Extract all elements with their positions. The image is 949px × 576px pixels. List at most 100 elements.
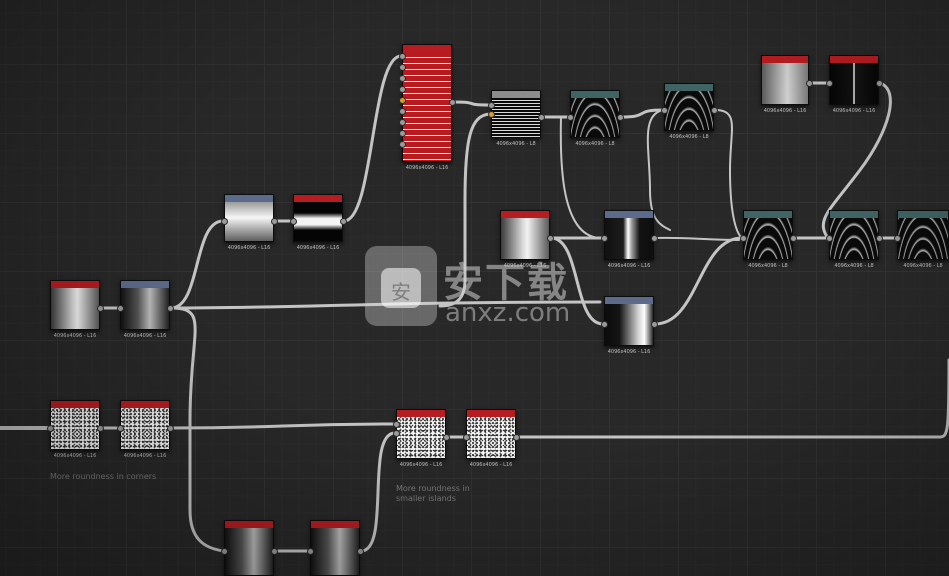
graph-node[interactable] — [664, 83, 714, 131]
output-port[interactable] — [357, 548, 364, 555]
node-thumbnail — [225, 528, 273, 575]
output-port[interactable] — [617, 114, 624, 121]
output-port[interactable] — [97, 425, 104, 432]
graph-node[interactable] — [897, 210, 949, 260]
input-port[interactable] — [47, 425, 54, 432]
output-port[interactable] — [443, 434, 450, 441]
input-port[interactable] — [393, 430, 400, 437]
input-port[interactable] — [661, 107, 668, 114]
input-port[interactable] — [399, 64, 406, 71]
input-port[interactable] — [221, 218, 228, 225]
input-port[interactable] — [463, 434, 470, 441]
input-port[interactable] — [399, 53, 406, 60]
output-port[interactable] — [340, 218, 347, 225]
node-resolution-label: 4096x4096 - L8 — [903, 263, 943, 269]
connection-wire — [646, 109, 671, 231]
graph-node[interactable] — [224, 520, 274, 576]
graph-node[interactable] — [310, 520, 360, 576]
input-port[interactable] — [488, 102, 495, 109]
graph-node[interactable] — [293, 194, 343, 242]
graph-node[interactable] — [604, 210, 654, 260]
graph-node[interactable] — [50, 280, 100, 330]
input-port[interactable] — [221, 548, 228, 555]
input-port[interactable] — [567, 114, 574, 121]
output-port[interactable] — [711, 107, 718, 114]
graph-node[interactable] — [120, 280, 170, 330]
node-thumbnail — [605, 218, 653, 259]
graph-node[interactable] — [500, 210, 550, 260]
node-thumbnail — [403, 52, 451, 161]
input-port[interactable] — [117, 305, 124, 312]
graph-node[interactable] — [604, 296, 654, 346]
output-port[interactable] — [167, 425, 174, 432]
input-port[interactable] — [393, 421, 400, 428]
output-port[interactable] — [538, 114, 545, 121]
output-port[interactable] — [790, 235, 797, 242]
output-port[interactable] — [806, 80, 813, 87]
node-thumbnail — [665, 91, 713, 130]
graph-node[interactable] — [466, 409, 516, 459]
input-port[interactable] — [894, 235, 901, 242]
input-port[interactable] — [826, 80, 833, 87]
node-thumbnail — [225, 202, 273, 241]
node-header — [225, 521, 273, 528]
input-port[interactable] — [399, 97, 406, 104]
graph-node[interactable] — [743, 210, 793, 260]
frame-comment-islands[interactable]: More roundness in smaller islands — [396, 484, 470, 503]
graph-node[interactable] — [829, 210, 879, 260]
node-header — [665, 84, 713, 91]
connection-wire — [821, 81, 892, 240]
output-port[interactable] — [97, 305, 104, 312]
output-port[interactable] — [271, 548, 278, 555]
output-port[interactable] — [876, 80, 883, 87]
graph-node[interactable] — [570, 90, 620, 138]
input-port[interactable] — [601, 235, 608, 242]
node-resolution-label: 4096x4096 - L8 — [575, 141, 615, 147]
connection-wire — [342, 54, 403, 223]
graph-node[interactable] — [224, 194, 274, 242]
output-port[interactable] — [167, 305, 174, 312]
output-port[interactable] — [547, 235, 554, 242]
input-port[interactable] — [290, 218, 297, 225]
input-port[interactable] — [307, 548, 314, 555]
graph-node[interactable] — [829, 55, 879, 105]
input-port[interactable] — [601, 321, 608, 328]
node-header — [311, 521, 359, 528]
graph-node[interactable] — [491, 90, 541, 138]
node-thumbnail — [605, 304, 653, 345]
input-port[interactable] — [740, 235, 747, 242]
input-port[interactable] — [826, 235, 833, 242]
input-port[interactable] — [399, 75, 406, 82]
node-resolution-label: 4096x4096 - L16 — [607, 263, 651, 269]
graph-node[interactable] — [50, 400, 100, 450]
output-port[interactable] — [513, 434, 520, 441]
output-port[interactable] — [876, 235, 883, 242]
input-port[interactable] — [399, 141, 406, 148]
input-port[interactable] — [399, 130, 406, 137]
input-port[interactable] — [399, 86, 406, 93]
input-port[interactable] — [399, 108, 406, 115]
input-port[interactable] — [488, 111, 495, 118]
connection-wire — [515, 358, 949, 439]
output-port[interactable] — [271, 218, 278, 225]
shopping-bag-icon — [381, 268, 421, 308]
node-thumbnail — [492, 98, 540, 137]
connection-wire — [654, 236, 740, 241]
input-port[interactable] — [399, 119, 406, 126]
input-port[interactable] — [117, 425, 124, 432]
node-thumbnail — [51, 288, 99, 329]
node-header — [744, 211, 792, 218]
graph-node[interactable] — [396, 409, 446, 459]
output-port[interactable] — [449, 99, 456, 106]
graph-node[interactable] — [402, 44, 452, 162]
graph-node[interactable] — [120, 400, 170, 450]
node-header — [225, 195, 273, 202]
node-header — [501, 211, 549, 218]
output-port[interactable] — [651, 235, 658, 242]
frame-comment-corners[interactable]: More roundness in corners — [50, 472, 157, 481]
node-resolution-label: 4096x4096 - L8 — [834, 263, 874, 269]
output-port[interactable] — [651, 321, 658, 328]
graph-node[interactable] — [761, 55, 809, 105]
